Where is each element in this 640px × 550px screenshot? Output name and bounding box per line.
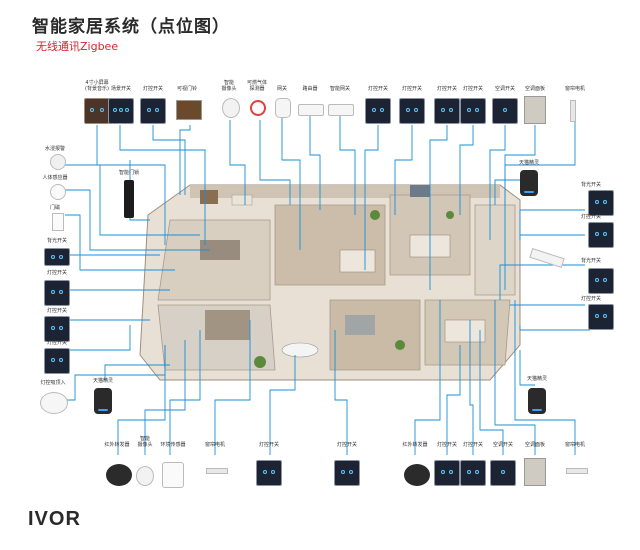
switch-panel-icon bbox=[44, 316, 70, 342]
speaker-icon bbox=[528, 388, 546, 414]
screen-panel-icon bbox=[84, 98, 110, 124]
top-gas-detector-label: 可燃气体探测器 bbox=[246, 80, 267, 92]
motion-sensor-icon bbox=[50, 184, 66, 200]
bottom-ir-blaster-label: 红外转发器 bbox=[104, 442, 130, 448]
left-backlight-switch-label: 背光开关 bbox=[46, 238, 67, 244]
top-doorbell-label: 可视门铃 bbox=[176, 86, 197, 92]
switch-panel-icon bbox=[365, 98, 391, 124]
switch-panel-icon bbox=[588, 190, 614, 216]
curtain-motor-icon bbox=[206, 468, 228, 474]
top-router-label: 路由器 bbox=[302, 86, 318, 92]
left-motion-sensor-label: 人体感应器 bbox=[42, 175, 68, 181]
right-speaker-label: 天猫精灵 bbox=[526, 376, 547, 382]
switch-panel-icon bbox=[434, 98, 460, 124]
top-curtain-motor-label: 窗帘电机 bbox=[564, 86, 585, 92]
brand-logo: IVOR bbox=[28, 508, 81, 530]
switch-panel-icon bbox=[588, 222, 614, 248]
switch-panel-icon bbox=[44, 248, 70, 266]
left-light-switch-label: 灯控开关 bbox=[46, 308, 67, 314]
left-light-switch-label: 灯控开关 bbox=[46, 270, 67, 276]
top-hub-label: 智能网关 bbox=[329, 86, 350, 92]
page-subtitle: 无线通讯Zigbee bbox=[36, 40, 119, 53]
switch-panel-icon bbox=[460, 98, 486, 124]
switch-panel-icon bbox=[108, 98, 134, 124]
door-sensor-icon bbox=[52, 213, 64, 231]
camera-icon bbox=[136, 466, 154, 486]
gas-detector-icon bbox=[250, 100, 266, 116]
switch-panel-icon bbox=[44, 348, 70, 374]
curtain-motor-icon bbox=[566, 468, 588, 474]
curtain-motor-icon bbox=[570, 100, 576, 122]
top-light-switch-label: 灯控开关 bbox=[462, 86, 483, 92]
bottom-light-switch-label: 灯控开关 bbox=[258, 442, 279, 448]
smart-lock-icon bbox=[124, 180, 134, 218]
switch-panel-icon bbox=[334, 460, 360, 486]
bottom-env-sensor-label: 环境传感器 bbox=[160, 442, 186, 448]
thermostat-icon bbox=[524, 96, 546, 124]
water-leak-icon bbox=[50, 154, 66, 170]
switch-panel-icon bbox=[460, 460, 486, 486]
speaker-icon bbox=[520, 170, 538, 196]
hub-icon bbox=[328, 104, 354, 116]
top-screen-label: 4寸小屏幕(背景音乐) bbox=[85, 80, 109, 92]
gateway-icon bbox=[275, 98, 291, 118]
doorbell-icon bbox=[176, 100, 202, 120]
bottom-curtain-motor-label: 窗帘电机 bbox=[204, 442, 225, 448]
top-light-switch-label: 灯控开关 bbox=[436, 86, 457, 92]
right-light-switch-label: 灯控开关 bbox=[580, 214, 601, 220]
camera-icon bbox=[222, 98, 240, 118]
ir-blaster-icon bbox=[106, 464, 132, 486]
bottom-curtain-motor-label: 窗帘电机 bbox=[564, 442, 585, 448]
top-light-switch-label: 灯控开关 bbox=[142, 86, 163, 92]
thermostat-icon bbox=[524, 458, 546, 486]
right-backlight-switch-label: 背光开关 bbox=[580, 258, 601, 264]
right-light-switch-label: 灯控开关 bbox=[580, 296, 601, 302]
env-sensor-icon bbox=[162, 462, 184, 488]
top-scene-switch-label: 场景开关 bbox=[110, 86, 131, 92]
switch-panel-icon bbox=[490, 460, 516, 486]
smart-lock-label: 智能门锁 bbox=[118, 170, 139, 176]
bottom-camera-label: 智能摄像头 bbox=[137, 436, 153, 448]
bottom-light-switch-label: 灯控开关 bbox=[462, 442, 483, 448]
page-title: 智能家居系统（点位图） bbox=[32, 17, 230, 37]
bottom-light-switch-label: 灯控开关 bbox=[436, 442, 457, 448]
bottom-ir-blaster-label: 红外转发器 bbox=[402, 442, 428, 448]
speaker-icon bbox=[94, 388, 112, 414]
bottom-thermostat-label: 空调面板 bbox=[524, 442, 545, 448]
top-thermostat-label: 空调面板 bbox=[524, 86, 545, 92]
left-water-leak-label: 水浸报警 bbox=[44, 146, 65, 152]
switch-panel-icon bbox=[492, 98, 518, 124]
bottom-light-switch-label: 灯控开关 bbox=[336, 442, 357, 448]
top-light-switch-label: 灯控开关 bbox=[401, 86, 422, 92]
top-gateway-label: 网关 bbox=[276, 86, 287, 92]
bottom-ac-switch-label: 空调开关 bbox=[492, 442, 513, 448]
ceiling-light-icon bbox=[40, 392, 68, 414]
left-light-switch-label: 灯控开关 bbox=[46, 340, 67, 346]
switch-panel-icon bbox=[434, 460, 460, 486]
top-camera-label: 智能摄像头 bbox=[221, 80, 237, 92]
switch-panel-icon bbox=[399, 98, 425, 124]
switch-panel-icon bbox=[588, 268, 614, 294]
floorplan-illustration bbox=[139, 184, 521, 381]
left-door-sensor-label: 门磁 bbox=[49, 205, 60, 211]
switch-panel-icon bbox=[140, 98, 166, 124]
top-ac-switch-label: 空调开关 bbox=[494, 86, 515, 92]
switch-panel-icon bbox=[256, 460, 282, 486]
ir-blaster-icon bbox=[404, 464, 430, 486]
right-backlight-switch-label: 背光开关 bbox=[580, 182, 601, 188]
switch-panel-icon bbox=[44, 280, 70, 306]
top-light-switch-label: 灯控开关 bbox=[367, 86, 388, 92]
switch-panel-icon bbox=[588, 304, 614, 330]
left-speaker-label: 天猫精灵 bbox=[92, 378, 113, 384]
left-ceiling-light-label: 灯控吸顶入 bbox=[40, 380, 66, 386]
router-icon bbox=[298, 104, 324, 116]
right-speaker-label: 天猫精灵 bbox=[518, 160, 539, 166]
